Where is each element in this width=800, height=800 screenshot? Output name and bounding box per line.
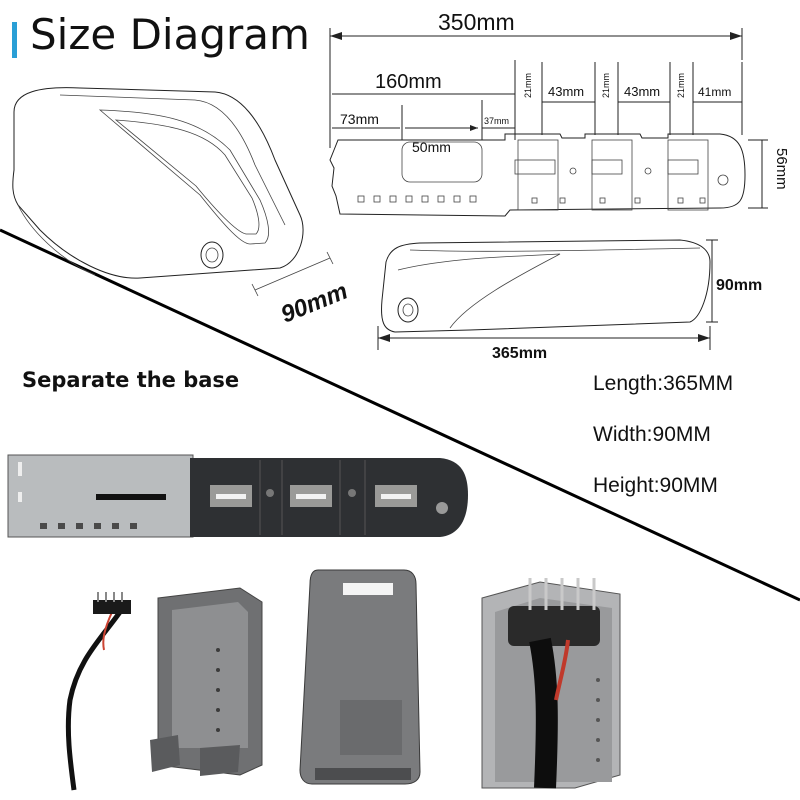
spec-length: Length:365MM bbox=[593, 372, 734, 395]
battery-side-view-drawing bbox=[377, 239, 718, 350]
open-base-photo bbox=[150, 587, 263, 776]
label-21-2: 21mm bbox=[601, 73, 611, 98]
base-with-connector-photo bbox=[481, 578, 621, 789]
label-41: 41mm bbox=[698, 85, 731, 99]
label-90-side: 90mm bbox=[716, 277, 762, 294]
battery-perspective-drawing bbox=[12, 87, 334, 297]
separate-base-title: Separate the base bbox=[22, 368, 240, 392]
title-accent-bar bbox=[12, 22, 17, 58]
cable-connector-photo bbox=[65, 592, 131, 791]
spec-width: Width:90MM bbox=[593, 423, 711, 446]
label-73: 73mm bbox=[340, 111, 379, 127]
label-160: 160mm bbox=[375, 71, 442, 93]
page-title: Size Diagram bbox=[30, 10, 310, 59]
spec-height: Height:90MM bbox=[593, 474, 718, 497]
base-top-view-drawing bbox=[329, 28, 768, 217]
label-50: 50mm bbox=[412, 139, 451, 155]
diagonal-divider bbox=[0, 228, 800, 602]
label-43-1: 43mm bbox=[548, 84, 584, 99]
lid-photo bbox=[299, 569, 421, 785]
label-90-perspective: 90mm bbox=[277, 278, 351, 329]
base-photo bbox=[7, 454, 468, 538]
label-43-2: 43mm bbox=[624, 84, 660, 99]
label-56: 56mm bbox=[773, 148, 790, 190]
label-21-3: 21mm bbox=[676, 73, 686, 98]
label-350: 350mm bbox=[438, 9, 515, 35]
label-37: 37mm bbox=[484, 116, 509, 126]
label-21-1: 21mm bbox=[523, 73, 533, 98]
label-365: 365mm bbox=[492, 345, 547, 362]
